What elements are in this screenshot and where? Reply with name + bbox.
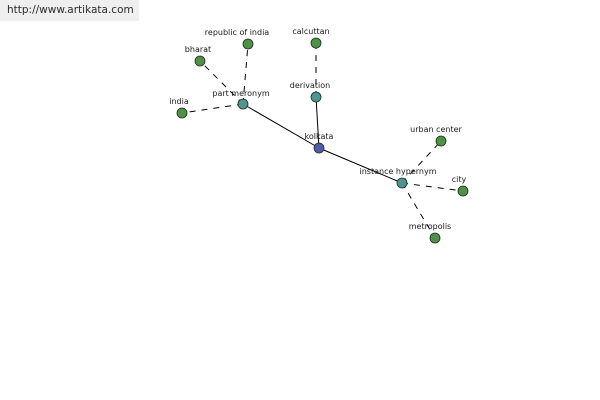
node-kolkata[interactable] [313, 142, 325, 154]
edge-instance-hypernym-metropolis [401, 182, 436, 239]
node-metropolis[interactable] [429, 232, 441, 244]
edge-instance-hypernym-urban-center [401, 140, 442, 184]
edge-part-meronym-bharat [199, 60, 244, 105]
graph-nodes: republic of india bharat india calcuttan urb… [169, 27, 469, 244]
site-badge: http://www.artikata.com [0, 0, 139, 21]
node-label-india[interactable]: india [169, 97, 189, 106]
node-label-calcuttan[interactable]: calcuttan [292, 27, 329, 36]
node-label-urban-center[interactable]: urban center [410, 125, 462, 134]
node-label-metropolis[interactable]: metropolis [409, 222, 451, 231]
edge-part-meronym-india [181, 103, 244, 114]
node-label-instance-hypernym[interactable]: instance hypernym [360, 167, 437, 176]
edge-kolkata-derivation [315, 96, 320, 149]
node-urban-center[interactable] [435, 135, 447, 147]
node-republic-of-india[interactable] [242, 38, 254, 50]
node-label-kolkata[interactable]: kolkata [305, 132, 334, 141]
node-label-city[interactable]: city [452, 175, 467, 184]
node-bharat[interactable] [194, 55, 206, 67]
graph-edges [181, 43, 464, 239]
site-url-link[interactable]: http://www.artikata.com [7, 4, 134, 16]
node-part-meronym[interactable] [237, 98, 249, 110]
node-derivation[interactable] [310, 91, 322, 103]
node-label-part-meronym[interactable]: part meronym [212, 89, 269, 98]
edge-kolkata-part-meronym [242, 103, 320, 149]
edge-instance-hypernym-city [401, 182, 464, 192]
node-calcuttan[interactable] [310, 37, 322, 49]
node-india[interactable] [176, 107, 188, 119]
edge-part-meronym-republic-of-india [242, 43, 249, 105]
node-instance-hypernym[interactable] [396, 177, 408, 189]
node-city[interactable] [457, 185, 469, 197]
edge-kolkata-instance-hypernym [318, 147, 403, 184]
node-label-republic-of-india[interactable]: republic of india [205, 28, 269, 37]
node-label-derivation[interactable]: derivation [290, 81, 330, 90]
node-label-bharat[interactable]: bharat [185, 45, 211, 54]
